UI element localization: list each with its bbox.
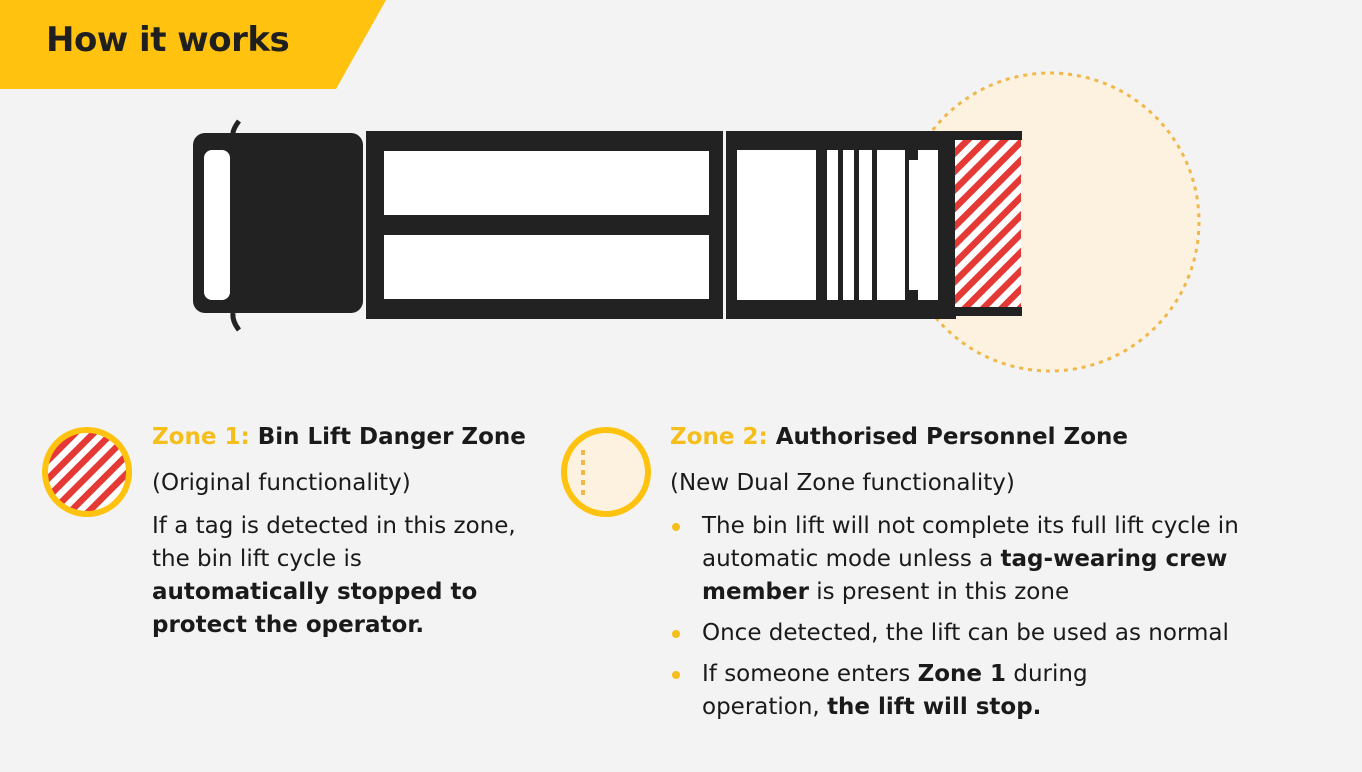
striped-danger-circle-icon bbox=[42, 427, 132, 517]
zone2-bullet-list: The bin lift will not complete its full … bbox=[670, 510, 1310, 724]
truck-diagram bbox=[193, 71, 1201, 373]
bullet3-text: If someone enters bbox=[702, 661, 918, 687]
list-item: The bin lift will not complete its full … bbox=[670, 510, 1262, 609]
zone1-description: If a tag is detected in this zone, the b… bbox=[152, 510, 532, 642]
zone1-label: Zone 1: bbox=[152, 424, 250, 450]
truck-cab bbox=[193, 119, 363, 332]
bullet3-emphasis: Zone 1 bbox=[917, 661, 1007, 687]
bullet-dot-icon bbox=[672, 523, 680, 531]
zone1-title: Bin Lift Danger Zone bbox=[257, 424, 526, 450]
bullet2-text: Once detected, the lift can be used as n… bbox=[702, 620, 1229, 646]
zone2-heading: Zone 2: Authorised Personnel Zone bbox=[670, 424, 1310, 450]
bullet-dot-icon bbox=[672, 630, 680, 638]
truck-body bbox=[366, 131, 723, 319]
bullet3-emphasis-end: the lift will stop. bbox=[827, 694, 1042, 720]
header-banner bbox=[0, 0, 386, 89]
zone2-subtitle: (New Dual Zone functionality) bbox=[670, 470, 1015, 496]
zone1-desc-emphasis: automatically stopped to protect the ope… bbox=[152, 579, 478, 638]
zone2-section: Zone 2: Authorised Personnel Zone (New D… bbox=[670, 424, 1310, 732]
bullet1-text: The bin lift will not complete its full … bbox=[702, 513, 1239, 572]
list-item: Once detected, the lift can be used as n… bbox=[670, 617, 1310, 650]
zone1-desc-text: If a tag is detected in this zone, the b… bbox=[152, 513, 516, 572]
dotted-zone-circle-icon bbox=[561, 427, 651, 517]
bin-lift-top-bar bbox=[950, 131, 1022, 140]
list-item: If someone enters Zone 1 during operatio… bbox=[670, 658, 1132, 724]
bullet3-text-mid: during operation, bbox=[702, 661, 1088, 720]
bullet1-emphasis: tag-wearing crew member bbox=[702, 546, 1228, 605]
bin-lift-bottom-bar bbox=[950, 307, 1022, 316]
zone1-heading: Zone 1: Bin Lift Danger Zone bbox=[152, 424, 532, 450]
zone1-danger-area bbox=[955, 140, 1021, 307]
zone2-title: Authorised Personnel Zone bbox=[775, 424, 1128, 450]
page-title: How it works bbox=[46, 20, 290, 60]
zone1-section: Zone 1: Bin Lift Danger Zone (Original f… bbox=[152, 424, 532, 642]
zone1-subtitle: (Original functionality) bbox=[152, 470, 411, 496]
bullet1-text-end: is present in this zone bbox=[808, 579, 1070, 605]
truck-rear bbox=[726, 131, 956, 319]
bullet-dot-icon bbox=[672, 671, 680, 679]
zone2-label: Zone 2: bbox=[670, 424, 768, 450]
